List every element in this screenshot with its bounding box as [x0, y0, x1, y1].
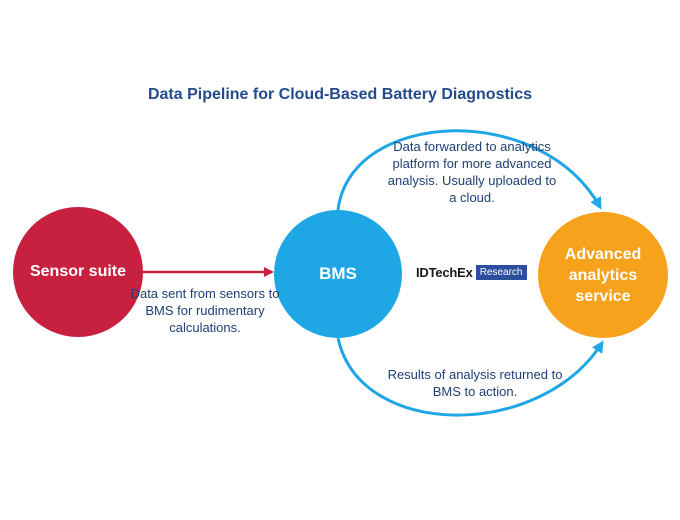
node-sensor-suite: Sensor suite	[13, 207, 143, 337]
node-analytics-label: Advanced analytics service	[564, 245, 642, 305]
node-bms: BMS	[274, 210, 402, 338]
node-sensor-label: Sensor suite	[29, 263, 127, 280]
node-bms-label: BMS	[319, 264, 357, 283]
node-advanced-analytics-service: Advanced analytics service	[538, 212, 668, 338]
arrow-analytics-to-bms	[336, 337, 604, 417]
logo-tag: Research	[475, 265, 527, 280]
logo-name: IDTechEx	[416, 265, 473, 280]
diagram-title: Data Pipeline for Cloud-Based Battery Di…	[147, 86, 533, 103]
idtechex-logo: IDTechEx Research	[416, 265, 527, 280]
edge-label-sensor-to-bms: Data sent from sensors to BMS for rudime…	[130, 286, 280, 335]
edge-label-bms-to-analytics: Data forwarded to analytics platform for…	[387, 139, 557, 205]
arrow-bms-to-analytics	[336, 129, 602, 211]
edge-label-analytics-to-bms: Results of analysis returned to BMS to a…	[387, 367, 563, 399]
